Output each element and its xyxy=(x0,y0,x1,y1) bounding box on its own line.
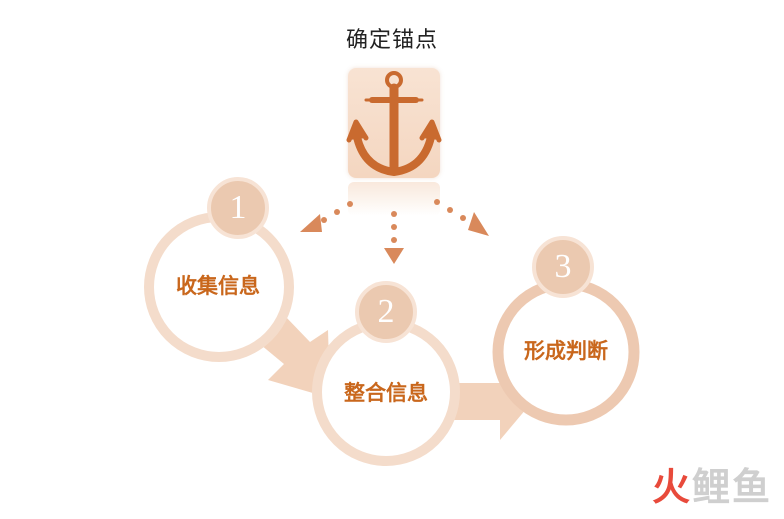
logo-part-1: 火 xyxy=(651,465,692,509)
step-badge-1 xyxy=(207,177,269,239)
step-number-2: 2 xyxy=(377,293,395,330)
diagram-title: 确定锚点 xyxy=(345,28,438,53)
step-label-3: 形成判断 xyxy=(524,339,608,363)
watermark-logo: 火鲤鱼 xyxy=(652,456,772,511)
step-label-1: 收集信息 xyxy=(176,274,260,298)
anchor-dotted-arrows xyxy=(300,199,489,264)
step-badge-2 xyxy=(355,281,417,343)
anchor-reflection xyxy=(348,182,440,216)
step-number-3: 3 xyxy=(554,248,572,285)
anchor-icon xyxy=(346,71,442,176)
step-badge-3 xyxy=(532,236,594,298)
logo-part-2: 鲤鱼 xyxy=(691,465,772,509)
step-label-2: 整合信息 xyxy=(344,381,428,405)
step-number-1: 1 xyxy=(229,189,247,226)
